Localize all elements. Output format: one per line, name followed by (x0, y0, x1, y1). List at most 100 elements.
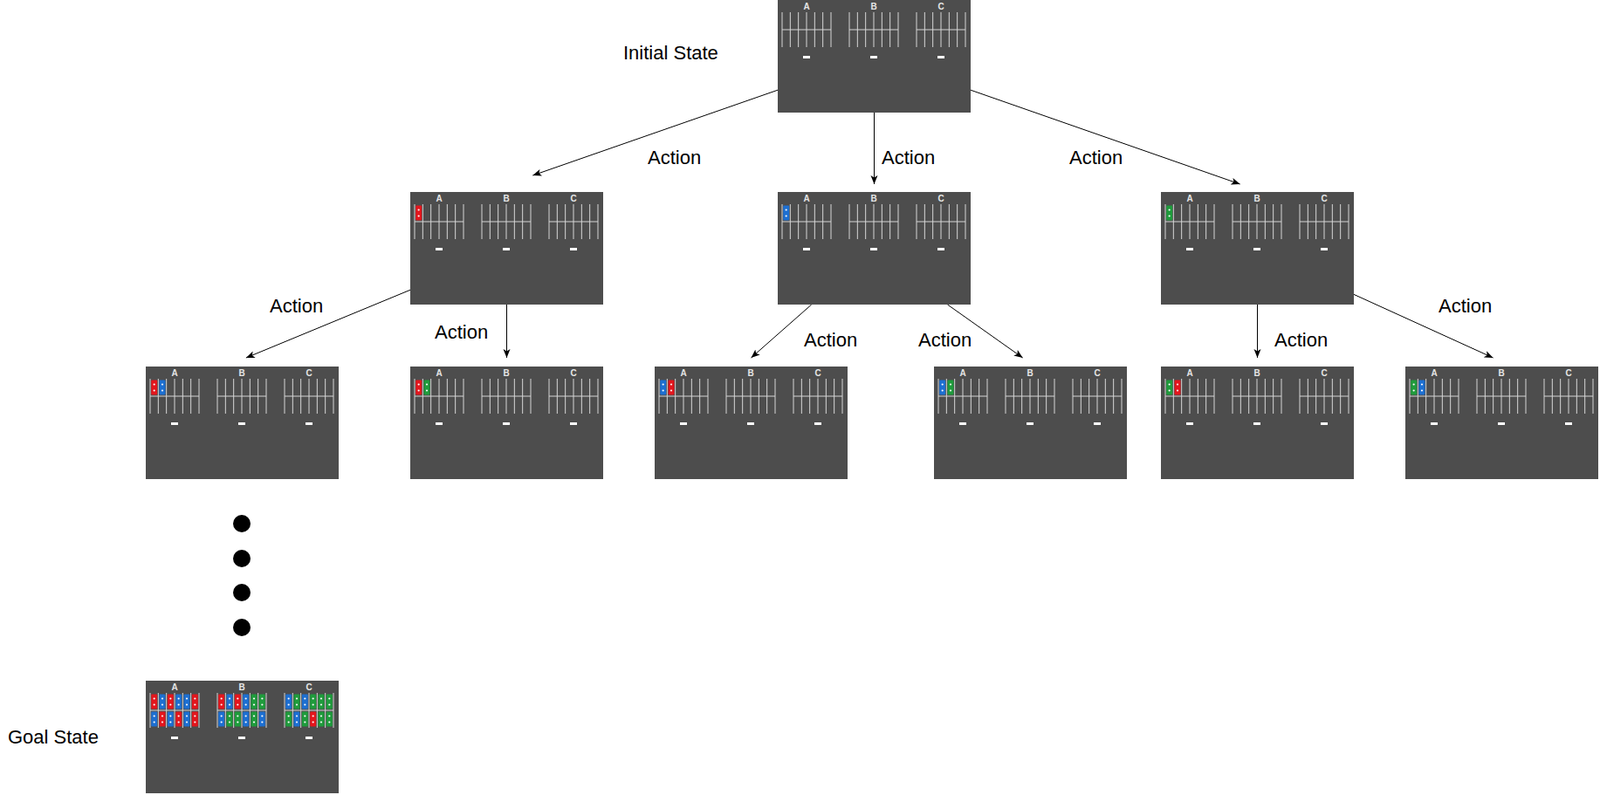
stall-line (659, 396, 708, 398)
car (1166, 380, 1173, 396)
entrance-mark (171, 736, 179, 740)
car-light (236, 703, 239, 706)
car (294, 712, 301, 728)
state-caption: Goal State (7, 726, 99, 749)
car-light (253, 697, 255, 700)
section-label: B (747, 368, 754, 378)
stall-line (916, 221, 966, 223)
edge-label: Action (879, 146, 937, 170)
state-box: A B C (145, 366, 339, 480)
car-light (288, 714, 290, 717)
section-label: B (1253, 193, 1260, 204)
parking-section (414, 204, 464, 251)
stall-line (1476, 396, 1526, 398)
section-label: C (1093, 368, 1100, 378)
edge-label: Action (432, 321, 490, 344)
car (309, 694, 316, 710)
car-light (245, 714, 248, 717)
state-box: Goal StateABC (145, 680, 339, 794)
car-light (295, 697, 298, 700)
stall-line (481, 396, 531, 398)
parking-section (414, 378, 464, 426)
stall-line (414, 221, 464, 223)
entrance-mark (305, 736, 313, 740)
car (1166, 206, 1173, 221)
state-box: ABC (777, 192, 971, 305)
section-label: B (1253, 368, 1260, 378)
parking-lot (777, 0, 971, 113)
car (947, 380, 955, 396)
parking-section (549, 378, 598, 426)
car (184, 694, 191, 710)
car-light (662, 383, 665, 385)
parking-section (1476, 378, 1526, 426)
car-light (328, 703, 330, 706)
car-light (253, 703, 255, 706)
car-light (185, 697, 188, 700)
car (668, 380, 675, 396)
car-light (153, 697, 156, 700)
action-arrow (246, 289, 411, 358)
section-label: A (959, 368, 966, 378)
car-light (260, 697, 263, 700)
section-label: C (305, 368, 312, 378)
car-light (1168, 208, 1171, 211)
car-light (185, 721, 188, 723)
car-light (220, 721, 223, 723)
stall-line (284, 710, 334, 712)
car-light (236, 697, 239, 700)
entrance-mark (803, 55, 811, 59)
car-light (178, 703, 180, 706)
parking-lot (1405, 366, 1599, 480)
car-light (236, 714, 239, 717)
stall-line (726, 396, 776, 398)
entrance-mark (1253, 247, 1261, 251)
stall-line (782, 29, 831, 31)
state-box: ABC (933, 366, 1127, 480)
section-label: A (1186, 193, 1193, 204)
stall-line (849, 221, 899, 223)
section-label: B (238, 368, 245, 378)
car-light (185, 703, 188, 706)
stall-line (549, 396, 598, 398)
car-light (418, 208, 420, 211)
section-label: A (171, 682, 178, 693)
action-arrow (873, 112, 875, 185)
car (159, 694, 166, 710)
car (415, 380, 422, 396)
ellipsis-dot (233, 618, 251, 637)
section-label: A (435, 368, 442, 378)
car-light (303, 721, 306, 723)
section-label: A (171, 368, 178, 378)
ellipsis-dot (233, 515, 251, 533)
ellipsis-dot (233, 583, 251, 602)
parking-section (1165, 378, 1215, 426)
stall-line (217, 710, 267, 712)
section-label: A (803, 193, 810, 204)
car-light (1421, 383, 1423, 385)
section-label: C (1565, 368, 1572, 378)
parking-section (1299, 204, 1349, 251)
entrance-mark (238, 736, 246, 740)
parking-section (1165, 204, 1215, 251)
car-light (161, 697, 164, 700)
stall-line (1409, 396, 1459, 398)
section-label: A (1430, 368, 1437, 378)
entrance-mark (1186, 247, 1194, 251)
car (259, 712, 266, 728)
car-light (1421, 389, 1423, 392)
car-light (1168, 389, 1171, 392)
stall-line (284, 396, 334, 398)
parking-lot (933, 366, 1127, 480)
car-light (169, 703, 172, 706)
stall-line (150, 396, 200, 398)
section-label: C (814, 368, 821, 378)
ellipsis-dot (233, 549, 251, 568)
car-light (260, 703, 263, 706)
car (251, 694, 258, 710)
car-light (941, 383, 944, 385)
section-label: A (435, 193, 442, 204)
car-light (169, 721, 172, 723)
car-light (161, 721, 164, 723)
car-light (153, 721, 156, 723)
